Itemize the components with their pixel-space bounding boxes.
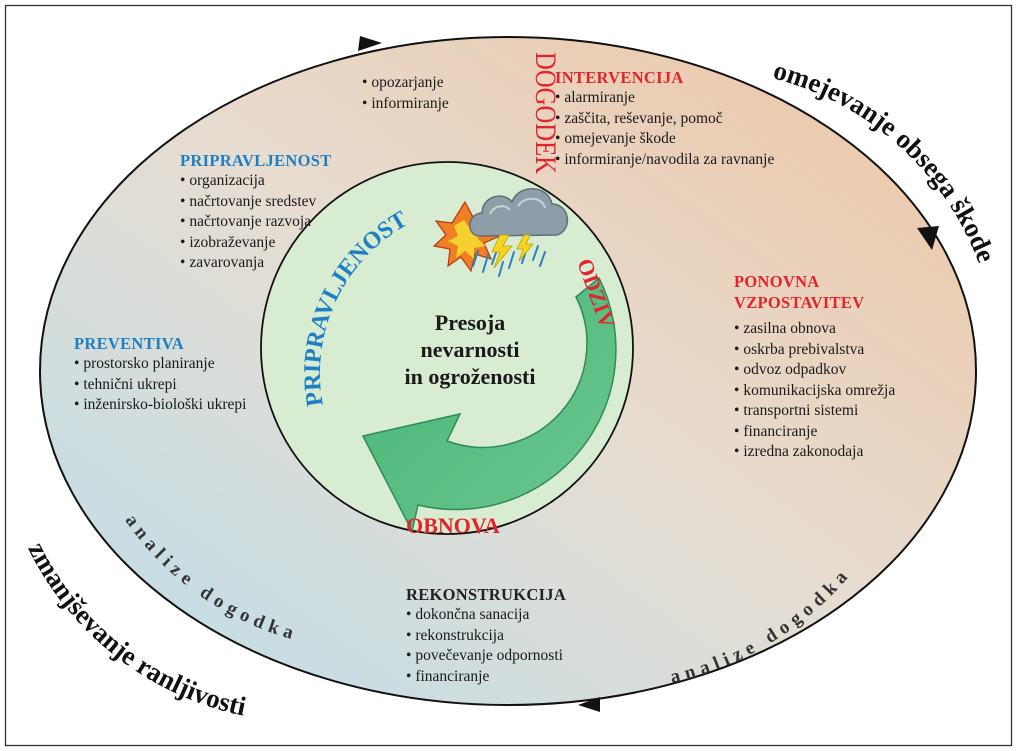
pripravljenost-title: PRIPRAVLJENOST — [180, 151, 332, 170]
list-item: izobraževanje — [180, 233, 332, 254]
list-item: tehnični ukrepi — [74, 375, 246, 396]
rekonstrukcija-title: REKONSTRUKCIJA — [406, 585, 567, 604]
list-item: zaščita, reševanje, pomoč — [555, 109, 774, 130]
list-item: povečevanje odpornosti — [406, 646, 566, 667]
block-intervencija: INTERVENCIJA alarmiranje zaščita, reševa… — [555, 67, 774, 170]
list-item: omejevanje škode — [555, 129, 774, 150]
list-item: odvoz odpadkov — [734, 360, 895, 381]
list-item: načrtovanje razvoja — [180, 212, 332, 233]
list-item: zasilna obnova — [734, 319, 895, 340]
list-item: izredna zakonodaja — [734, 442, 895, 463]
center-line-2: nevarnosti — [421, 337, 520, 362]
list-item: prostorsko planiranje — [74, 354, 246, 375]
ponovna-list: zasilna obnova oskrba prebivalstva odvoz… — [734, 319, 895, 463]
cycle-arrow-bottom — [578, 697, 600, 712]
block-pripravljenost: PRIPRAVLJENOST organizacija načrtovanje … — [180, 150, 332, 274]
list-item: inženirsko-biološki ukrepi — [74, 395, 246, 416]
rekonstrukcija-list: dokončna sanacija rekonstrukcija povečev… — [406, 605, 566, 687]
top-list: opozarjanje informiranje — [362, 73, 449, 115]
list-item: oskrba prebivalstva — [734, 340, 895, 361]
block-preventiva: PREVENTIVA prostorsko planiranje tehničn… — [74, 333, 246, 416]
center-text: Presoja nevarnosti in ogroženosti — [405, 310, 536, 389]
block-ponovna-vzpostavitev: PONOVNA VZPOSTAVITEV zasilna obnova oskr… — [734, 271, 895, 463]
list-item: informiranje — [362, 94, 448, 115]
list-item: alarmiranje — [555, 88, 774, 109]
list-item: transportni sistemi — [734, 401, 895, 422]
list-item: financiranje — [734, 422, 895, 443]
preventiva-title: PREVENTIVA — [74, 334, 184, 353]
center-line-1: Presoja — [435, 310, 505, 335]
list-item: organizacija — [180, 171, 332, 192]
list-item: rekonstrukcija — [406, 626, 566, 647]
list-item: informiranje/navodila za ravnanje — [555, 150, 774, 171]
list-item: komunikacijska omrežja — [734, 381, 895, 402]
list-item: načrtovanje sredstev — [180, 192, 332, 213]
cycle-arrow-top — [358, 36, 382, 51]
list-item: financiranje — [406, 667, 566, 688]
block-top: opozarjanje informiranje — [362, 73, 449, 115]
storm-cloud-icon — [469, 188, 568, 277]
list-item: opozarjanje — [362, 73, 449, 94]
block-rekonstrukcija: REKONSTRUKCIJA dokončna sanacija rekonst… — [406, 584, 566, 687]
cycle-arrow-right — [917, 226, 939, 250]
center-line-3: in ogroženosti — [405, 364, 536, 389]
ponovna-title-2: VZPOSTAVITEV — [734, 293, 865, 312]
pripravljenost-list: organizacija načrtovanje sredstev načrto… — [180, 171, 332, 274]
list-item: dokončna sanacija — [406, 605, 566, 626]
preventiva-list: prostorsko planiranje tehnični ukrepi in… — [74, 354, 246, 416]
intervencija-list: alarmiranje zaščita, reševanje, pomoč om… — [555, 88, 774, 170]
ponovna-title-1: PONOVNA — [734, 272, 820, 291]
intervencija-title: INTERVENCIJA — [555, 68, 684, 87]
label-obnova: OBNOVA — [406, 513, 500, 538]
list-item: zavarovanja — [180, 253, 332, 274]
cycle-arrow-green — [361, 276, 617, 534]
